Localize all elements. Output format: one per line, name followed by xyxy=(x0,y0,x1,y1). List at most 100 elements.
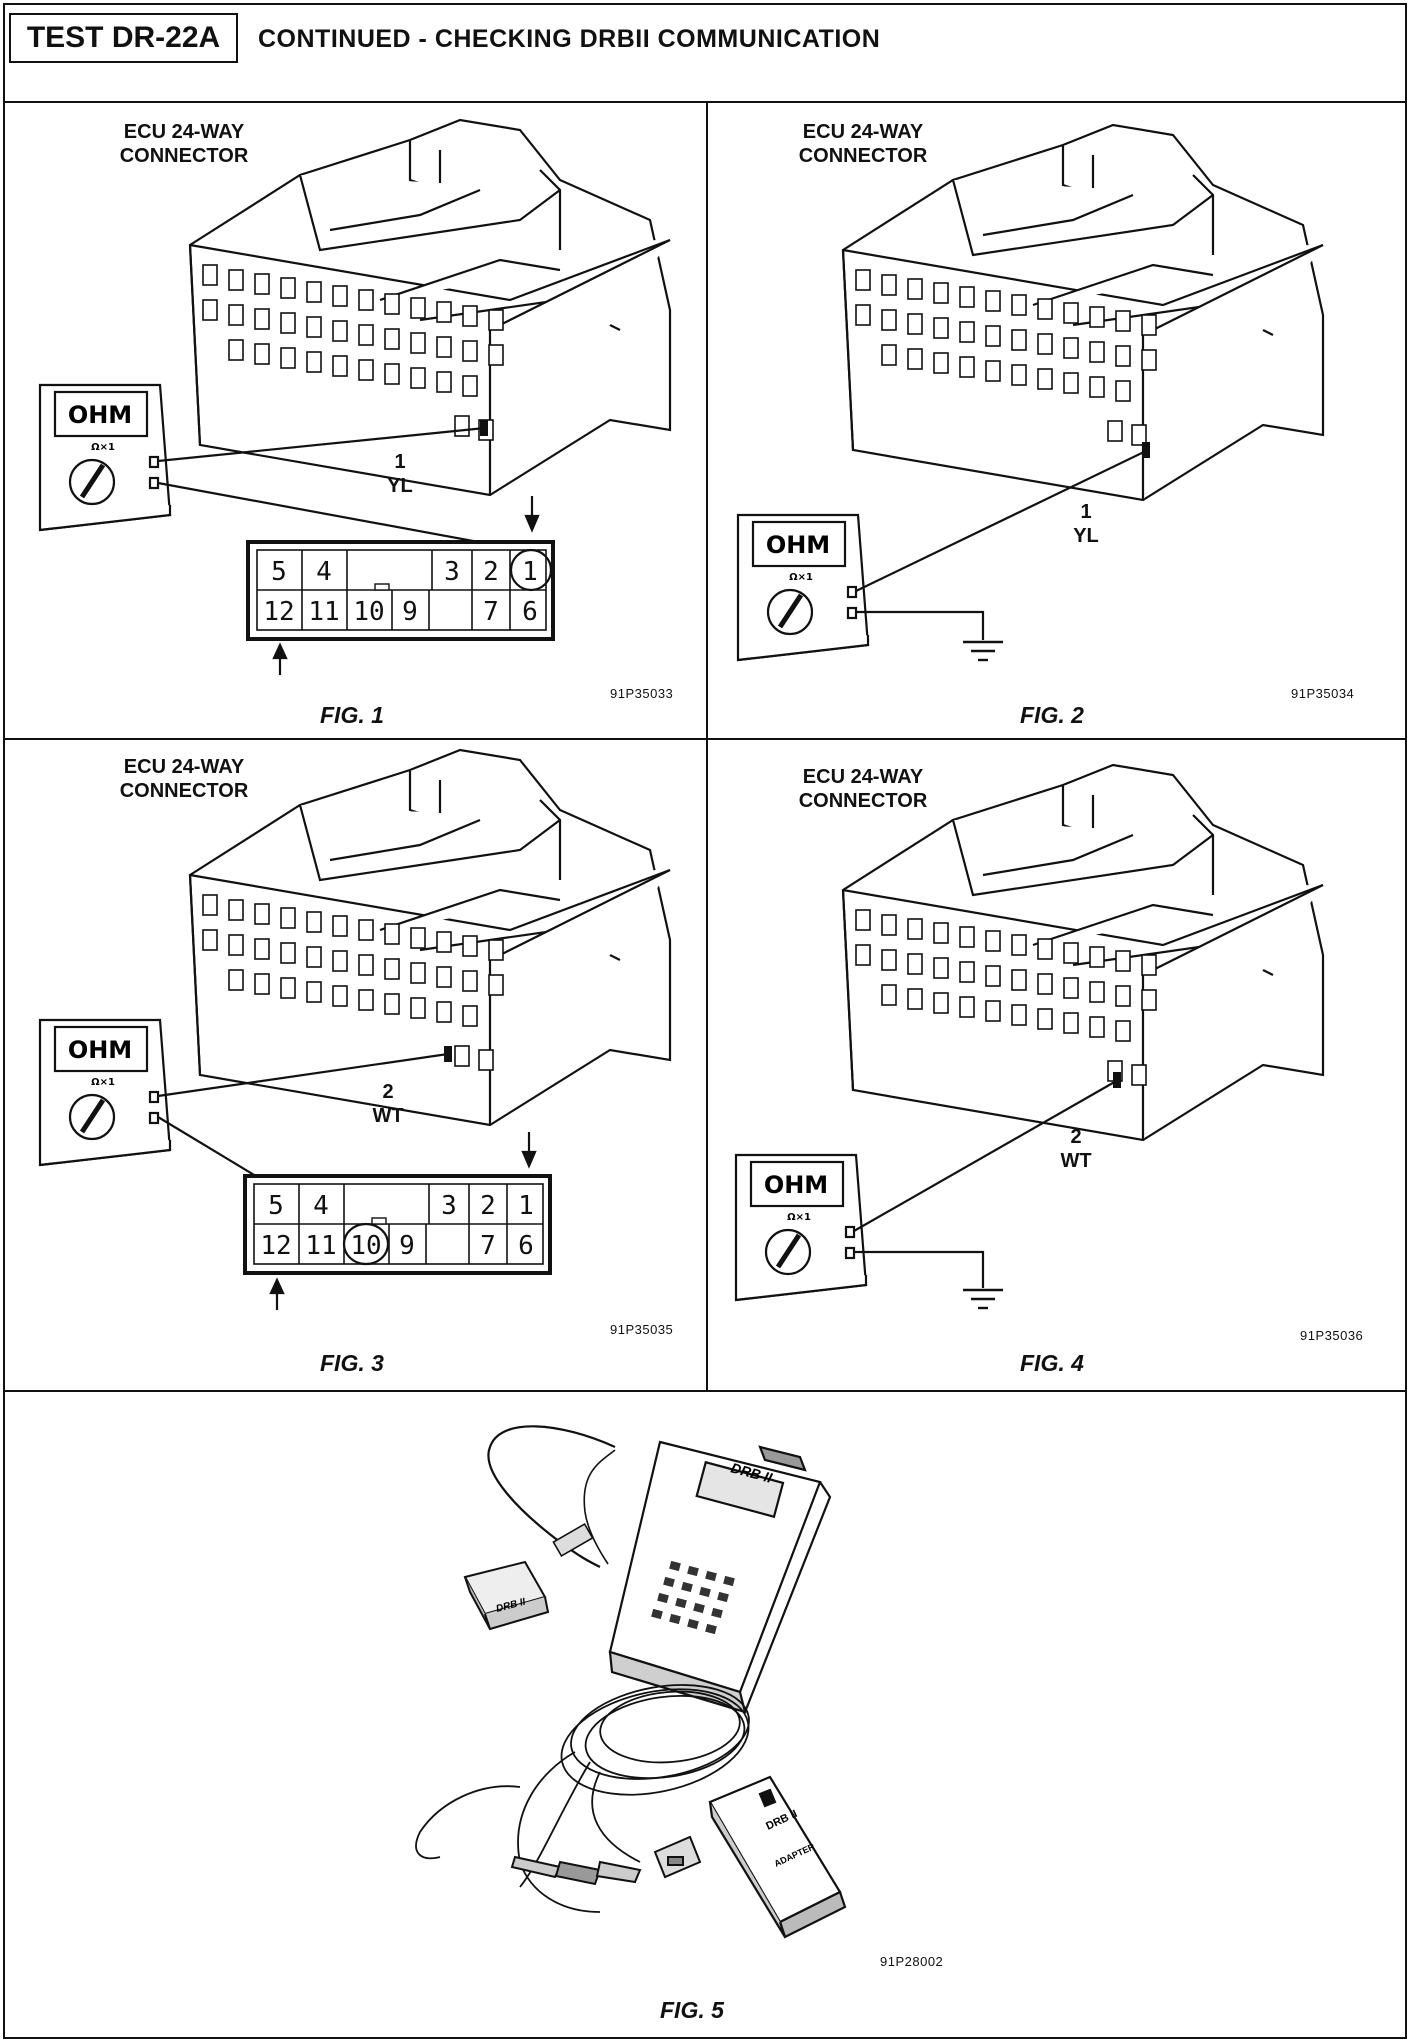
probe-lead xyxy=(853,1079,1119,1232)
wire-label: 2 WT xyxy=(1060,1126,1092,1172)
pin-number: 9 xyxy=(399,1231,415,1261)
figure-3-diagram: OHM Ω×1 5 4 3 2 1 12 11 10 9 xyxy=(38,748,672,1310)
meter-range: Ω×1 xyxy=(91,442,115,453)
probe-lead xyxy=(157,1052,449,1098)
pin-number: 1 xyxy=(518,1191,534,1221)
header: TEST DR-22A CONTINUED - CHECKING DRBII C… xyxy=(3,3,1407,103)
image-code: 91P35034 xyxy=(1291,686,1355,701)
test-title: CONTINUED - CHECKING DRBII COMMUNICATION xyxy=(258,25,881,53)
meter-display: OHM xyxy=(68,1036,132,1064)
connector-label: ECU 24-WAY CONNECTOR xyxy=(798,766,928,812)
pin-number: 10 xyxy=(350,1231,381,1261)
ground-icon xyxy=(963,1288,1003,1310)
pin-diagram-1 xyxy=(246,540,555,641)
ecu-connector-4 xyxy=(841,763,1325,1142)
pin-number: 7 xyxy=(480,1231,496,1261)
connector-label: ECU 24-WAY CONNECTOR xyxy=(798,121,928,167)
grid-divider xyxy=(706,738,708,1390)
drbii-cartridge xyxy=(463,1560,550,1631)
ohmmeter-2 xyxy=(736,513,870,662)
connector-cavities-4 xyxy=(855,909,1157,1086)
probe-tip xyxy=(444,1046,452,1062)
figure-3-panel: ECU 24-WAY CONNECTOR xyxy=(0,740,706,1390)
figure-4-diagram: OHM Ω×1 xyxy=(734,763,1325,1310)
pin-number: 12 xyxy=(263,597,294,627)
connector-cavities-2 xyxy=(855,269,1157,446)
ohmmeter-4 xyxy=(734,1153,868,1302)
grid-divider xyxy=(3,738,1407,740)
pin-number: 7 xyxy=(483,597,499,627)
figure-caption: FIG. 4 xyxy=(1020,1350,1084,1376)
image-code: 91P35036 xyxy=(1300,1328,1364,1343)
drbii-tester xyxy=(608,1440,832,1714)
pin-number: 12 xyxy=(260,1231,291,1261)
figure-5-panel: DRB II DRB II xyxy=(0,1392,1408,2040)
test-id: TEST DR-22A xyxy=(9,13,238,63)
arrow-icon xyxy=(272,496,540,675)
figure-1-panel: ECU 24-WAY CONNECTOR xyxy=(0,0,706,738)
meter-display: OHM xyxy=(68,401,132,429)
connector-label: ECU 24-WAY CONNECTOR xyxy=(119,756,249,802)
ohmmeter-1 xyxy=(38,383,172,532)
pin-number: 4 xyxy=(316,557,332,587)
meter-display: OHM xyxy=(764,1171,828,1199)
pin-number: 6 xyxy=(518,1231,534,1261)
pin-number: 4 xyxy=(313,1191,329,1221)
pin-number: 11 xyxy=(305,1231,336,1261)
probe-tip xyxy=(480,420,488,436)
figure-caption: FIG. 5 xyxy=(660,1997,724,2023)
wire-label: 2 WT xyxy=(372,1081,404,1127)
figure-2-diagram: OHM Ω×1 xyxy=(736,123,1325,662)
image-code: 91P35033 xyxy=(610,686,674,701)
figure-1-diagram: OHM Ω×1 5 4 3 2 1 12 11 xyxy=(38,118,672,675)
wire-label: 1 YL xyxy=(1073,501,1099,547)
connector-cavities-3 xyxy=(202,894,504,1071)
connector-cavities-1 xyxy=(202,264,504,441)
figure-4-panel: ECU 24-WAY CONNECTOR xyxy=(708,740,1408,1390)
ecu-connector-1 xyxy=(188,118,672,497)
ecu-connector-2 xyxy=(841,123,1325,502)
meter-range: Ω×1 xyxy=(787,1212,811,1223)
tester-cable xyxy=(487,1425,616,1568)
pin-number: 5 xyxy=(268,1191,284,1221)
probe-lead xyxy=(855,449,1149,592)
pin-number: 2 xyxy=(483,557,499,587)
ground-lead xyxy=(854,1250,985,1288)
ground-lead xyxy=(856,610,985,640)
image-code: 91P28002 xyxy=(880,1954,944,1969)
ecu-connector-3 xyxy=(188,748,672,1127)
meter-display: OHM xyxy=(766,531,830,559)
pin-number: 9 xyxy=(402,597,418,627)
pin-number: 10 xyxy=(353,597,384,627)
page-frame xyxy=(3,3,1407,2039)
alligator-clip-icon xyxy=(510,1855,642,1886)
grid-divider xyxy=(706,103,708,739)
pin-number: 1 xyxy=(522,557,538,587)
pin-number: 5 xyxy=(271,557,287,587)
pin-number: 2 xyxy=(480,1191,496,1221)
image-code: 91P35035 xyxy=(610,1322,674,1337)
probe-lead xyxy=(157,426,486,463)
connector-plug-icon xyxy=(653,1835,702,1879)
figure-caption: FIG. 1 xyxy=(320,702,384,728)
figure-2-panel: ECU 24-WAY CONNECTOR xyxy=(708,0,1408,738)
figure-caption: FIG. 3 xyxy=(320,1350,384,1376)
ohmmeter-3 xyxy=(38,1018,172,1167)
ground-icon xyxy=(963,640,1003,662)
arrow-icon xyxy=(269,1132,537,1310)
cable-plug xyxy=(552,1522,594,1558)
probe-tip xyxy=(1142,442,1150,458)
meter-range: Ω×1 xyxy=(789,572,813,583)
wire-label: 1 YL xyxy=(387,451,413,497)
grid-divider xyxy=(3,1390,1407,1392)
pin-number: 3 xyxy=(444,557,460,587)
figure-caption: FIG. 2 xyxy=(1020,702,1084,728)
figure-5-drawing: DRB II DRB II xyxy=(415,1425,847,1939)
probe-lead xyxy=(157,481,523,552)
pin-number: 11 xyxy=(308,597,339,627)
tester-keypad xyxy=(651,1560,735,1635)
adapter-cable xyxy=(415,1684,750,1913)
pin-diagram-3 xyxy=(243,1174,552,1275)
pin-number: 3 xyxy=(441,1191,457,1221)
pin-number: 6 xyxy=(522,597,538,627)
